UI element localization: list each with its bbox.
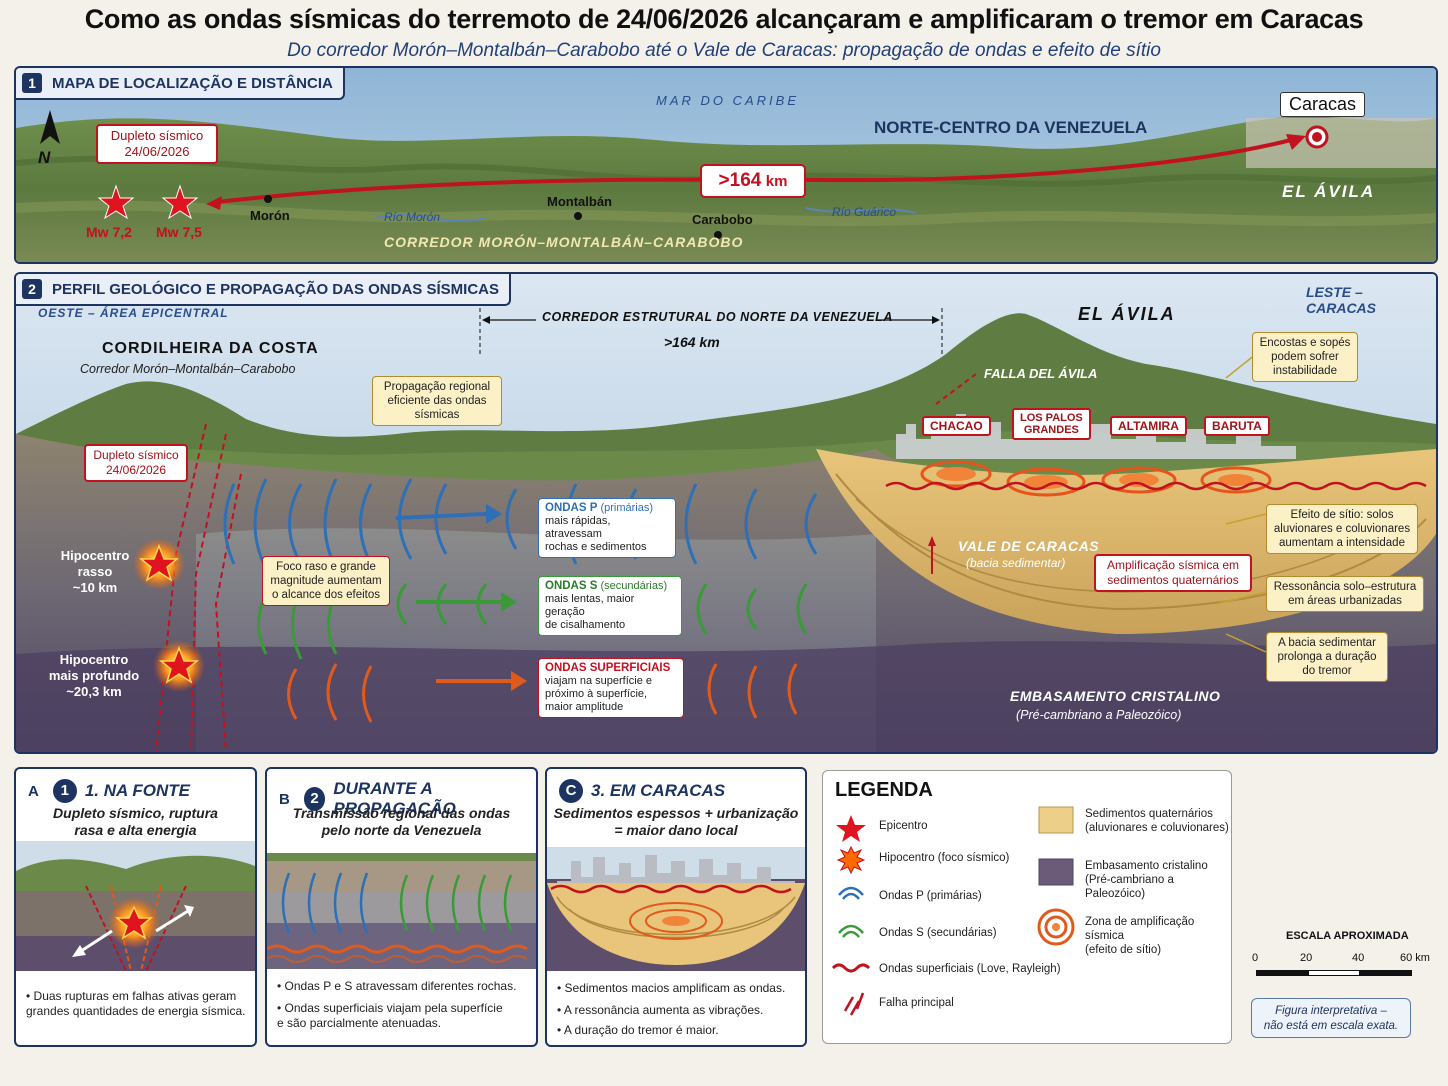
district-baruta: BARUTA xyxy=(1204,416,1270,436)
focus-callout: Foco raso e grande magnitude aumentam o … xyxy=(262,556,390,606)
scale-bar: ESCALA APROXIMADA 0 20 40 60 km xyxy=(1250,930,1430,990)
legend-surface-waves: Ondas superficiais (Love, Rayleigh) xyxy=(879,963,1061,975)
west-label: OESTE – ÁREA EPICENTRAL xyxy=(38,306,229,320)
resonance-callout: Ressonância solo–estrutura em áreas urba… xyxy=(1266,576,1424,612)
caracas-label: Caracas xyxy=(1280,92,1366,117)
carabobo-label: Carabobo xyxy=(692,212,753,227)
legend-p-waves: Ondas P (primárias) xyxy=(879,890,982,902)
panel-c-bullet-3: • A duração do tremor é maior. xyxy=(557,1023,719,1037)
legend-epicenter: Epicentro xyxy=(879,820,928,832)
moron-label: Morón xyxy=(250,208,290,223)
avila-peak-label: EL ÁVILA xyxy=(1078,304,1176,324)
legend-hypocenter: Hipocentro (foco sísmico) xyxy=(879,852,1010,864)
hypocenter-deep-label: Hipocentro mais profundo ~20,3 km xyxy=(48,652,140,699)
corridor-label: CORREDOR MORÓN–MONTALBÁN–CARABOBO xyxy=(384,234,744,250)
propagation-callout: Propagação regional eficiente das ondas … xyxy=(372,376,502,426)
panel-a-bullet-1: • Duas rupturas em falhas ativas geram g… xyxy=(26,989,246,1018)
profile-doublet-box: Dupleto sísmico 24/06/2026 xyxy=(84,444,188,482)
panel-b-bullet-1: • Ondas P e S atravessam diferentes roch… xyxy=(277,979,517,993)
sea-label: MAR DO CARIBE xyxy=(656,93,800,108)
surface-wave-box: ONDAS SUPERFICIAIS viajam na superfície … xyxy=(538,658,684,718)
legend-sediments: Sedimentos quaternários (aluvionares e c… xyxy=(1085,808,1229,834)
hypocenter-shallow-label: Hipocentro rasso ~10 km xyxy=(60,548,130,595)
east-label: LESTE – CARACAS xyxy=(1306,284,1376,316)
scale-tick-0: 0 xyxy=(1252,952,1259,964)
legend-title: LEGENDA xyxy=(835,779,933,801)
scale-title: ESCALA APROXIMADA xyxy=(1286,930,1409,942)
mw-7-2-label: Mw 7,2 xyxy=(86,224,132,240)
cordilheira-label: CORDILHEIRA DA COSTA xyxy=(102,340,319,357)
scale-tick-20: 20 xyxy=(1300,952,1313,964)
region-label: NORTE-CENTRO DA VENEZUELA xyxy=(874,118,1148,137)
corridor-distance-label: >164 km xyxy=(664,334,720,350)
interpretive-note: Figura interpretativa – não está em esca… xyxy=(1251,998,1411,1038)
page-title: Como as ondas sísmicas do terremoto de 2… xyxy=(84,4,1364,34)
panel-b-illustration xyxy=(267,853,536,969)
vale-sublabel: (bacia sedimentar) xyxy=(966,556,1066,570)
amplification-box: Amplificação sísmica em sedimentos quate… xyxy=(1094,554,1252,592)
falla-label: FALLA DEL ÁVILA xyxy=(984,366,1098,381)
panel-b-subtitle: Transmissão regional das ondas pelo nort… xyxy=(292,805,511,838)
legend: LEGENDA Epicentro Hipocentro (foco sísmi… xyxy=(822,770,1232,1044)
basin-duration-callout: A bacia sedimentar prolonga a duração do… xyxy=(1266,632,1388,682)
p-wave-box: ONDAS P (primárias) mais rápidas, atrave… xyxy=(538,498,676,558)
legend-s-waves: Ondas S (secundárias) xyxy=(879,927,997,939)
panel-b-bullet-2: • Ondas superficiais viajam pela superfí… xyxy=(277,1001,503,1030)
scale-tick-60: 60 km xyxy=(1400,952,1430,964)
district-altamira: ALTAMIRA xyxy=(1110,416,1187,436)
legend-amplification-zone: Zona de amplificação sísmica (efeito de … xyxy=(1085,916,1195,956)
legend-symbols xyxy=(831,806,1075,1016)
panel-a-subtitle: Dupleto sísmico, ruptura rasa e alta ene… xyxy=(53,805,218,838)
mw-7-5-label: Mw 7,5 xyxy=(156,224,202,240)
embasamento-sublabel: (Pré-cambriano a Paleozóico) xyxy=(1016,708,1182,722)
panel-c-bullet-1: • Sedimentos macios amplificam as ondas. xyxy=(557,981,786,995)
scale-tick-40: 40 xyxy=(1352,952,1365,964)
legend-basement: Embasamento cristalino (Pré-cambriano a … xyxy=(1085,860,1208,900)
legend-main-fault: Falha principal xyxy=(879,997,954,1009)
distance-badge: >164 km xyxy=(700,164,806,198)
embasamento-label: EMBASAMENTO CRISTALINO xyxy=(1010,688,1221,704)
panel-a-illustration xyxy=(16,841,255,971)
north-arrow-icon xyxy=(40,110,60,144)
district-chacao: CHACAO xyxy=(922,416,991,436)
page-subtitle: Do corredor Morón–Montalbán–Carabobo até… xyxy=(287,40,1161,61)
district-los-palos-grandes: LOS PALOS GRANDES xyxy=(1012,408,1091,440)
panel-c-subtitle: Sedimentos espessos + urbanização = maio… xyxy=(553,805,799,838)
doublet-box: Dupleto sísmico 24/06/2026 xyxy=(96,124,218,164)
s-wave-box: ONDAS S (secundárias) mais lentas, maior… xyxy=(538,576,682,636)
cordilheira-sublabel: Corredor Morón–Montalbán–Carabobo xyxy=(80,362,296,376)
rio-guarico-label: Río Guárico xyxy=(832,205,897,219)
rio-moron-label: Río Morón xyxy=(384,210,441,224)
epicenter-star-icon xyxy=(97,184,199,220)
panel-c-illustration xyxy=(547,847,805,971)
amplification-zone-icons xyxy=(920,460,1272,497)
site-effect-callout: Efeito de sítio: solos aluvionares e col… xyxy=(1266,504,1418,554)
panel-c-bullet-2: • A ressonância aumenta as vibrações. xyxy=(557,1003,764,1017)
corridor-dimension-label: CORREDOR ESTRUTURAL DO NORTE DA VENEZUEL… xyxy=(542,310,893,324)
vale-label: VALE DE CARACAS xyxy=(958,538,1100,554)
montalban-label: Montalbán xyxy=(547,194,612,209)
avila-label: EL ÁVILA xyxy=(1282,182,1376,201)
slope-callout: Encostas e sopés podem sofrer instabilid… xyxy=(1252,332,1358,382)
north-label: N xyxy=(38,148,51,167)
